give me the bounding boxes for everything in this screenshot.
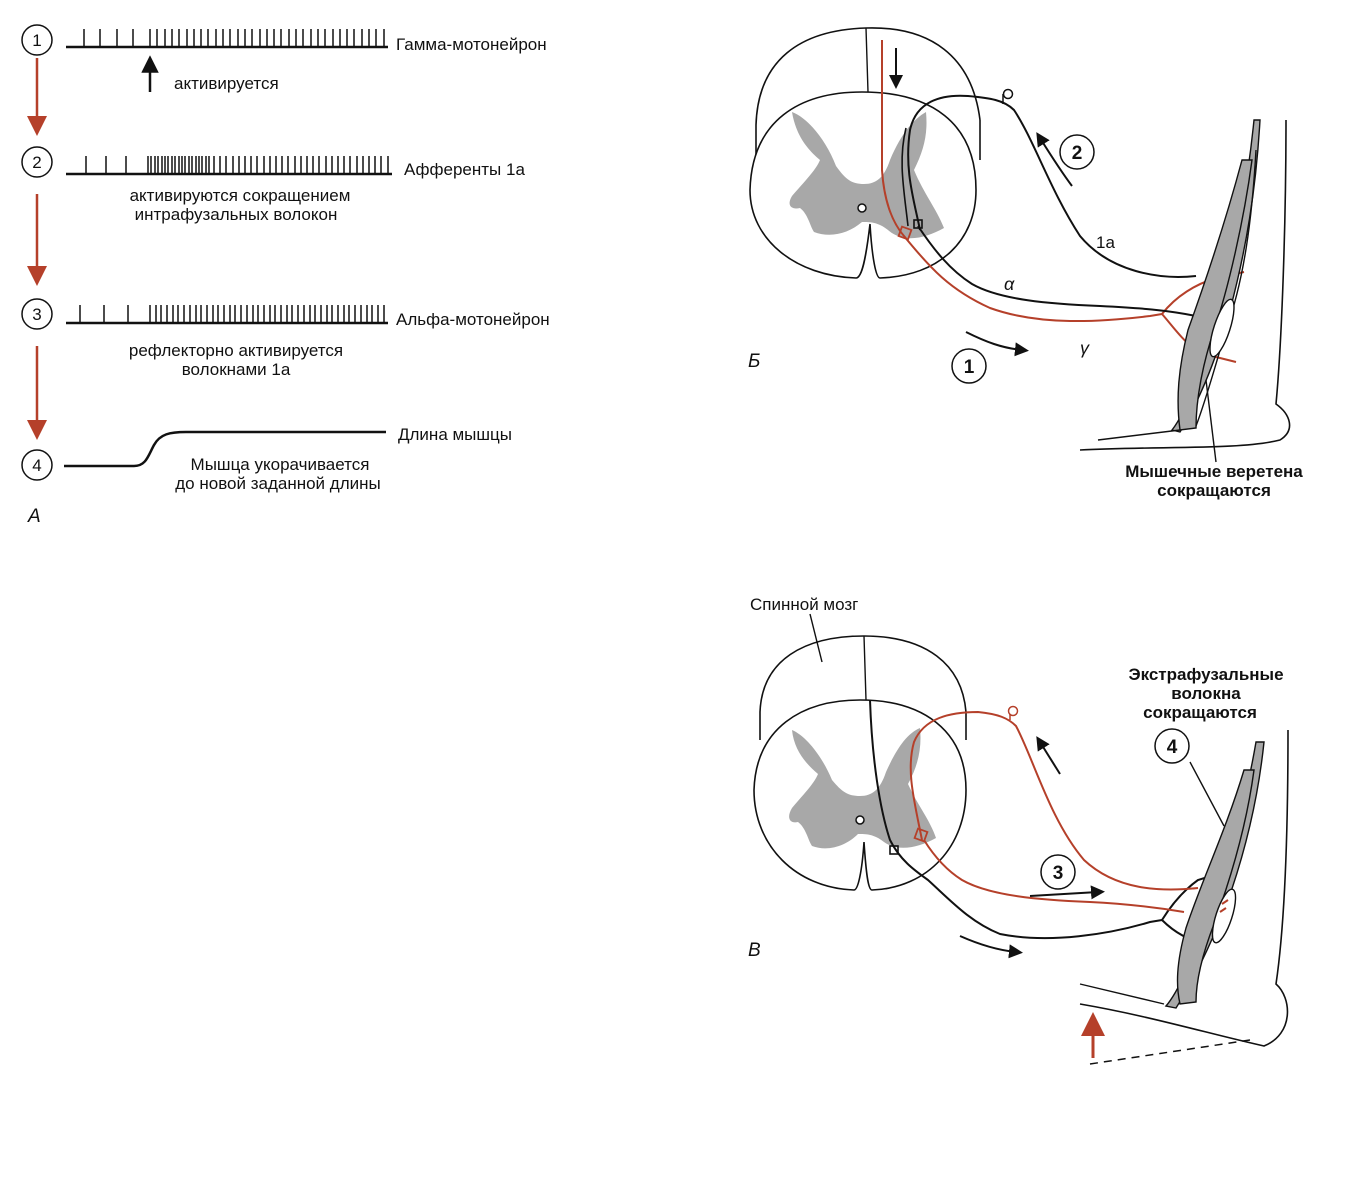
dorsal-root-ganglion-b: [1002, 88, 1014, 100]
alpha-efferent-c: [869, 699, 1163, 940]
dorsal-root-ganglion-c: [1007, 705, 1019, 717]
svg-text:2: 2: [32, 153, 41, 172]
spinal-cord-section-b: [749, 27, 981, 279]
afferent-1a-c: [909, 710, 1199, 891]
trace-label-afferent: Афференты 1а: [404, 160, 525, 179]
panel-a: 1 2 3 4 Гамма-мо: [21, 24, 550, 527]
caption-afferent-line2: интрафузальных волокон: [135, 205, 338, 224]
panel-b-label: Б: [748, 351, 760, 372]
spinal-cord-section-c: [753, 635, 967, 891]
svg-text:3: 3: [1053, 863, 1064, 884]
alpha-spike-train: [66, 305, 388, 325]
gamma-spike-train: [66, 29, 388, 49]
step-3-marker-c: 3: [1040, 854, 1076, 890]
extrafusal-pointer: [1189, 761, 1225, 827]
spinal-cord-pointer: [809, 613, 823, 663]
step-2-circle: 2: [21, 146, 53, 178]
trace-label-length: Длина мышцы: [398, 425, 512, 444]
caption-alpha-line1: рефлекторно активируется: [129, 341, 343, 360]
panel-b: 2 1 1а α γ Мышечные веретена сокращаются…: [748, 27, 1303, 500]
alpha-efferent-b: [917, 225, 1197, 317]
step-4-marker-c: 4: [1154, 728, 1190, 764]
caption-alpha-line2: волокнами 1а: [182, 360, 291, 379]
step-3-circle: 3: [21, 298, 53, 330]
step-2-marker-b: 2: [1059, 134, 1095, 170]
trace-label-alpha: Альфа-мотонейрон: [396, 310, 550, 329]
svg-text:2: 2: [1072, 143, 1083, 164]
step-1-circle: 1: [21, 24, 53, 56]
panel-a-label: А: [27, 506, 41, 527]
svg-text:1: 1: [964, 357, 975, 378]
panel-c-label: В: [748, 940, 761, 961]
caption-length-line1: Мышца укорачивается: [191, 455, 370, 474]
extrafusal-caption-line3: сокращаются: [1143, 703, 1257, 722]
caption-afferent-line1: активируются сокращением: [130, 186, 351, 205]
muscle-c: [1079, 729, 1289, 1047]
afferent-direction-arrow-c: [1029, 885, 1105, 900]
svg-text:3: 3: [32, 305, 41, 324]
svg-text:1: 1: [32, 31, 41, 50]
label-alpha: α: [1004, 274, 1015, 294]
trace-label-gamma: Гамма-мотонейрон: [396, 35, 547, 54]
gamma-efferent-b: [881, 40, 1163, 323]
label-1a: 1а: [1096, 233, 1115, 252]
step-4-circle: 4: [21, 449, 53, 481]
muscle-b: [1079, 119, 1291, 451]
efferent-direction-arrow-b: [965, 331, 1029, 357]
muscle-spindle-b: [1209, 298, 1235, 358]
grey-matter-c: [789, 728, 936, 849]
extrafusal-caption-line1: Экстрафузальные: [1128, 665, 1283, 684]
svg-text:4: 4: [32, 456, 41, 475]
svg-text:4: 4: [1167, 737, 1178, 758]
muscle-spindle-c: [1211, 888, 1237, 944]
spindles-caption-line1: Мышечные веретена: [1125, 462, 1303, 481]
label-gamma: γ: [1080, 338, 1090, 358]
spinal-cord-label: Спинной мозг: [750, 595, 858, 614]
spindle-pointer-b: [1205, 379, 1217, 463]
muscle-length-trace: [64, 430, 386, 468]
extrafusal-caption-line2: волокна: [1171, 684, 1241, 703]
step-1-marker-b: 1: [951, 348, 987, 384]
caption-gamma: активируется: [174, 74, 279, 93]
caption-length-line2: до новой заданной длины: [175, 474, 380, 493]
previous-position-dashed-line: [1089, 1039, 1251, 1065]
ascending-arrow-c: [1036, 736, 1061, 775]
efferent-direction-arrow-c: [959, 935, 1023, 959]
afferent-direction-arrow-b: [1036, 132, 1073, 187]
spindles-caption-line2: сокращаются: [1157, 481, 1271, 500]
afferent-spike-train: [66, 156, 392, 176]
panel-c: 3 4 Спинной мозг Экстрафузальные волокна…: [748, 595, 1289, 1065]
